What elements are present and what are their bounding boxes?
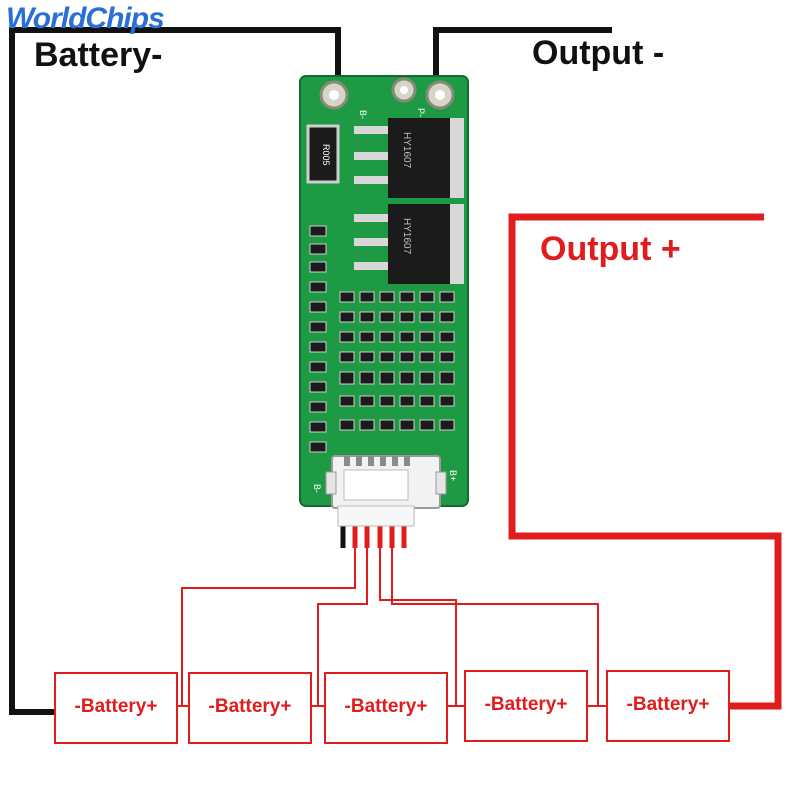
balance-wires: [178, 540, 606, 707]
battery-cell-label: -Battery+: [484, 694, 568, 715]
mosfet-top: HY1607: [354, 118, 464, 198]
battery-minus-label: Battery-: [34, 36, 163, 74]
battery-cell-4: -Battery+: [464, 670, 588, 742]
output-minus-label: Output -: [532, 34, 665, 72]
brand-logo: WorldChips: [6, 2, 165, 35]
shunt-resistor: [306, 124, 340, 184]
pad-label-b-plus: B+: [448, 470, 458, 481]
battery-negative-wire: [9, 27, 341, 715]
mosfet-bottom: HY1607: [354, 204, 464, 284]
output-positive-wire: [508, 213, 782, 710]
mosfet-top-label: HY1607: [401, 132, 412, 169]
smd-grid: [339, 291, 455, 431]
balance-connector: [325, 455, 447, 527]
output-plus-label: Output +: [540, 230, 681, 268]
battery-cell-label: -Battery+: [208, 696, 292, 717]
mosfet-bottom-label: HY1607: [401, 218, 412, 255]
smd-left-column: [309, 225, 327, 453]
battery-cell-label: -Battery+: [626, 694, 710, 715]
battery-cell-1: -Battery+: [54, 672, 178, 744]
battery-cell-2: -Battery+: [188, 672, 312, 744]
battery-cell-5: -Battery+: [606, 670, 730, 742]
bms-pcb-board: B- P- R005 HY1607 HY1607: [299, 75, 469, 507]
pad-label-b-minus-bottom: B-: [312, 484, 322, 493]
battery-cell-label: -Battery+: [74, 696, 158, 717]
battery-cell-3: -Battery+: [324, 672, 448, 744]
pad-label-p-minus: P-: [416, 108, 426, 117]
shunt-label: R005: [321, 144, 331, 166]
pad-label-b-minus: B-: [358, 110, 368, 119]
battery-cell-label: -Battery+: [344, 696, 428, 717]
